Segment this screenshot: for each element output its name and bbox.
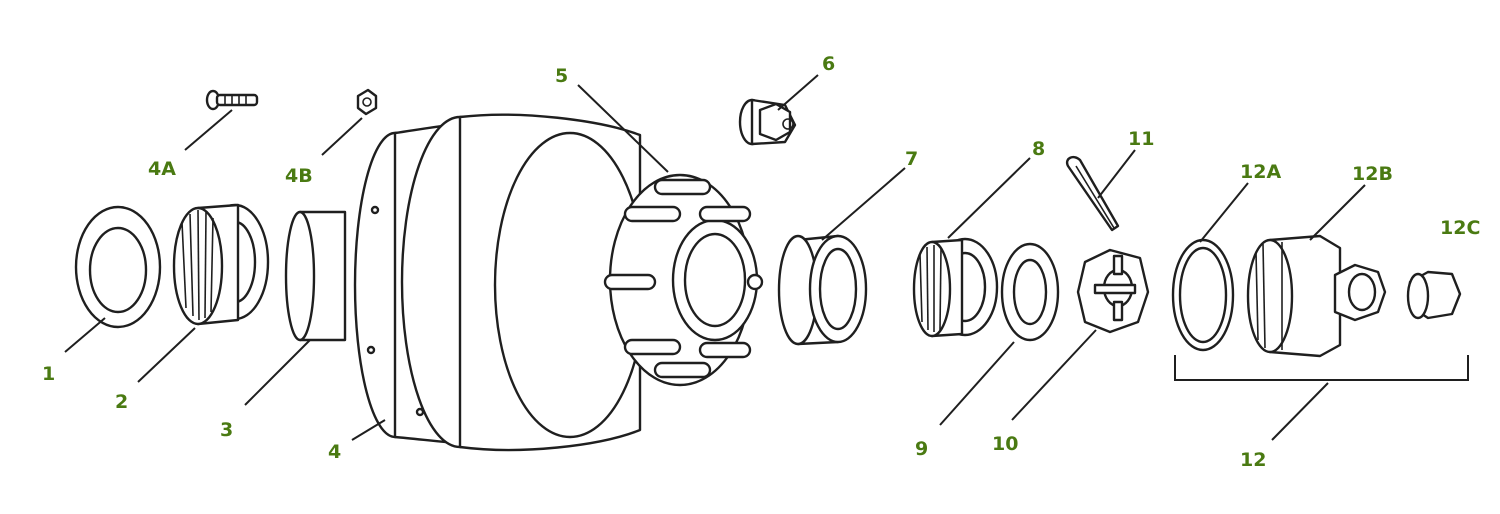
callout-7: 7 [905, 148, 918, 170]
callout-8: 8 [1032, 138, 1045, 160]
callout-labels: 1 2 3 4 4A 4B 5 6 7 8 9 10 11 12 12A 12B… [42, 53, 1480, 471]
callout-6: 6 [822, 53, 835, 75]
bracket-12 [1174, 355, 1469, 381]
callout-12: 12 [1240, 449, 1266, 471]
part-1-grease-seal [74, 205, 162, 329]
callout-10: 10 [992, 433, 1018, 455]
part-5-wheel-studs [603, 178, 764, 379]
part-4b-nut [356, 88, 378, 116]
callout-4b: 4B [285, 165, 313, 187]
part-11-cotter-pin [1065, 155, 1120, 232]
callout-4: 4 [328, 441, 341, 463]
part-4a-bolt [205, 89, 259, 111]
callout-3: 3 [220, 419, 233, 441]
callout-12b: 12B [1352, 163, 1393, 185]
part-2-inner-bearing [172, 203, 270, 326]
leader-lines [64, 74, 1366, 441]
callout-1: 1 [42, 363, 55, 385]
part-7-bearing-cup [777, 234, 868, 346]
callout-12a: 12A [1240, 161, 1281, 183]
callout-9: 9 [915, 438, 928, 460]
part-8-outer-bearing [912, 237, 999, 338]
part-12b-hub-cap [1246, 234, 1387, 358]
callout-12c: 12C [1440, 217, 1480, 239]
callout-5: 5 [555, 65, 568, 87]
part-10-castle-nut [1076, 248, 1150, 334]
part-12c-plug [1406, 270, 1462, 320]
callout-4a: 4A [148, 158, 176, 180]
part-12a-o-ring [1171, 238, 1235, 352]
part-4-hub-drum [284, 113, 764, 452]
callout-2: 2 [115, 391, 128, 413]
part-9-washer [1000, 242, 1060, 342]
callout-11: 11 [1128, 128, 1154, 150]
part-6-lug-nut [738, 98, 797, 146]
